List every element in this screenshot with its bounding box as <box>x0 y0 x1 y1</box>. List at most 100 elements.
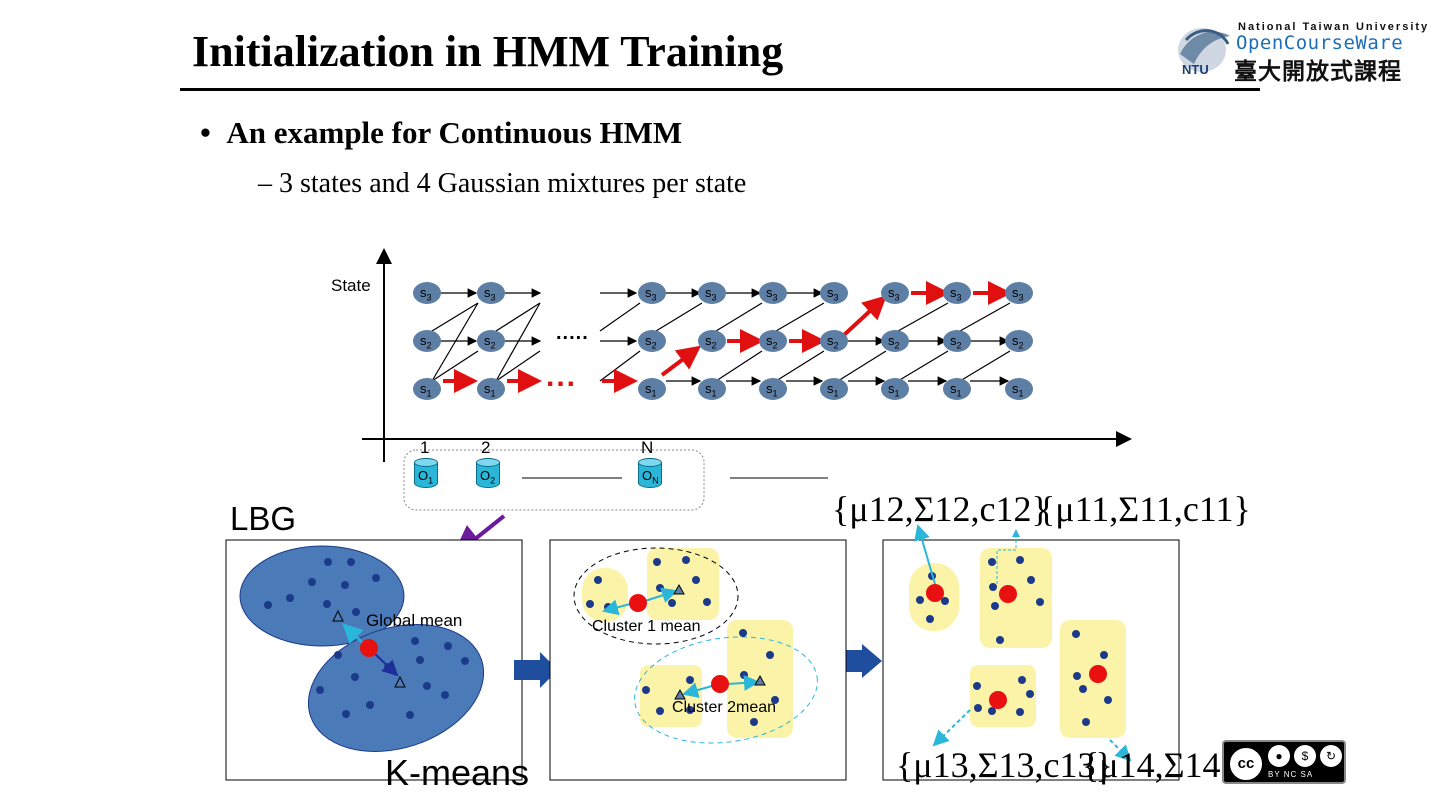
state-node-s3: s3 <box>881 282 909 304</box>
cluster-1-boundary <box>573 547 739 645</box>
logo-ocw-text: OpenCourseWare <box>1236 32 1404 54</box>
mixture-mean-14 <box>1089 665 1107 683</box>
state-node-letter: s <box>766 381 773 396</box>
state-node-s1: s1 <box>881 378 909 400</box>
state-node-index: 2 <box>711 340 717 351</box>
state-node-s3: s3 <box>698 282 726 304</box>
state-node-letter: s <box>705 285 712 300</box>
ntu-ocw-logo-icon: NTU <box>1178 28 1230 77</box>
bullet-dot: • <box>200 115 227 150</box>
state-node-index: 1 <box>490 388 496 399</box>
state-node-index: 2 <box>894 340 900 351</box>
state-node-index: 3 <box>651 292 657 303</box>
state-node-s1: s1 <box>638 378 666 400</box>
mixture-mean-11 <box>999 585 1017 603</box>
state-node-letter: s <box>705 381 712 396</box>
state-node-s2: s2 <box>759 330 787 352</box>
state-node-s2: s2 <box>698 330 726 352</box>
param-text-13: {μ13,Σ13,c13} <box>896 745 1113 785</box>
state-node-index: 1 <box>956 388 962 399</box>
slide-title: Initialization in HMM Training <box>192 27 784 76</box>
block-arrow-1 <box>514 652 558 688</box>
mixture-region <box>640 665 702 727</box>
state-node-letter: s <box>827 333 834 348</box>
state-node-index: 3 <box>894 292 900 303</box>
state-node-s2: s2 <box>820 330 848 352</box>
param-set-11: {μ11,Σ11,c11} <box>1038 488 1251 530</box>
state-node-s1: s1 <box>698 378 726 400</box>
state-node-letter: s <box>420 333 427 348</box>
time-label-n: N <box>641 438 654 457</box>
state-node-index: 3 <box>1018 292 1024 303</box>
bullet-dash: – <box>258 168 279 199</box>
state-node-letter: s <box>484 333 491 348</box>
state-node-letter: s <box>827 381 834 396</box>
state-node-letter: s <box>645 333 652 348</box>
state-node-s3: s3 <box>820 282 848 304</box>
bullet-sub: – 3 states and 4 Gaussian mixtures per s… <box>258 168 746 200</box>
mixture-region <box>582 568 628 622</box>
cluster1-arrow-left <box>602 599 631 616</box>
state-node-index: 3 <box>426 292 432 303</box>
global-mean-point <box>360 639 378 657</box>
state-node-letter: s <box>950 333 957 348</box>
logo-badge: NTU <box>1182 62 1209 77</box>
observation-o2: O2 <box>476 458 500 488</box>
cluster2-arrow-right <box>727 674 760 691</box>
lbg-label: LBG <box>230 500 297 537</box>
trellis-transitions <box>431 288 1011 386</box>
state-node-letter: s <box>950 285 957 300</box>
param-text-11: {μ11,Σ11,c11} <box>1038 489 1251 529</box>
param-arrow-14 <box>1109 739 1132 762</box>
param-set-14: {μ14,Σ14,c14} <box>1082 744 1222 786</box>
state-node-s1: s1 <box>477 378 505 400</box>
state-node-letter: s <box>888 381 895 396</box>
state-node-index: 2 <box>772 340 778 351</box>
cluster1-arrow-right <box>644 587 678 603</box>
state-node-letter: s <box>827 285 834 300</box>
state-node-letter: s <box>645 381 652 396</box>
block-arrow-2 <box>836 644 882 678</box>
kmeans-label: K-means <box>385 752 530 793</box>
state-node-index: 3 <box>956 292 962 303</box>
state-node-s1: s1 <box>943 378 971 400</box>
observation-o1: O1 <box>414 458 438 488</box>
cluster-1-mean-point <box>629 594 647 612</box>
state-node-s3: s3 <box>759 282 787 304</box>
global-mean-label: Global mean <box>366 611 463 630</box>
state-node-index: 1 <box>1018 388 1024 399</box>
state-node-s2: s2 <box>1005 330 1033 352</box>
param-text-12: {μ12,Σ12,c12} <box>832 489 1049 529</box>
state-node-index: 1 <box>772 388 778 399</box>
state-node-letter: s <box>420 381 427 396</box>
state-node-letter: s <box>420 285 427 300</box>
cluster-2-boundary <box>634 636 818 744</box>
time-label-2: 2 <box>481 438 491 457</box>
nc-icon: $ <box>1294 745 1316 767</box>
state-node-letter: s <box>484 381 491 396</box>
cc-license-badge[interactable]: cc ● $ ↻ BY NC SA <box>1222 740 1346 784</box>
state-node-index: 2 <box>956 340 962 351</box>
state-node-s1: s1 <box>413 378 441 400</box>
observation-frame <box>403 449 705 511</box>
bullet-main-text: An example for Continuous HMM <box>226 115 683 150</box>
observation-on: ON <box>638 458 662 488</box>
state-node-s2: s2 <box>943 330 971 352</box>
state-node-s3: s3 <box>477 282 505 304</box>
split-marker-icon <box>754 674 766 686</box>
ellipsis-dots: ..... <box>556 322 589 344</box>
title-rule <box>180 88 1260 91</box>
state-node-s3: s3 <box>638 282 666 304</box>
state-node-s1: s1 <box>1005 378 1033 400</box>
param-arrow-13 <box>932 709 971 747</box>
state-node-letter: s <box>645 285 652 300</box>
state-node-index: 1 <box>894 388 900 399</box>
split-marker-icon <box>394 675 406 688</box>
state-node-s2: s2 <box>881 330 909 352</box>
state-node-s3: s3 <box>413 282 441 304</box>
state-node-index: 2 <box>1018 340 1024 351</box>
y-axis-label: State <box>331 276 371 295</box>
state-node-index: 3 <box>490 292 496 303</box>
param-set-12: {μ12,Σ12,c12} <box>832 488 1049 530</box>
cluster-ellipse-top <box>239 545 405 647</box>
